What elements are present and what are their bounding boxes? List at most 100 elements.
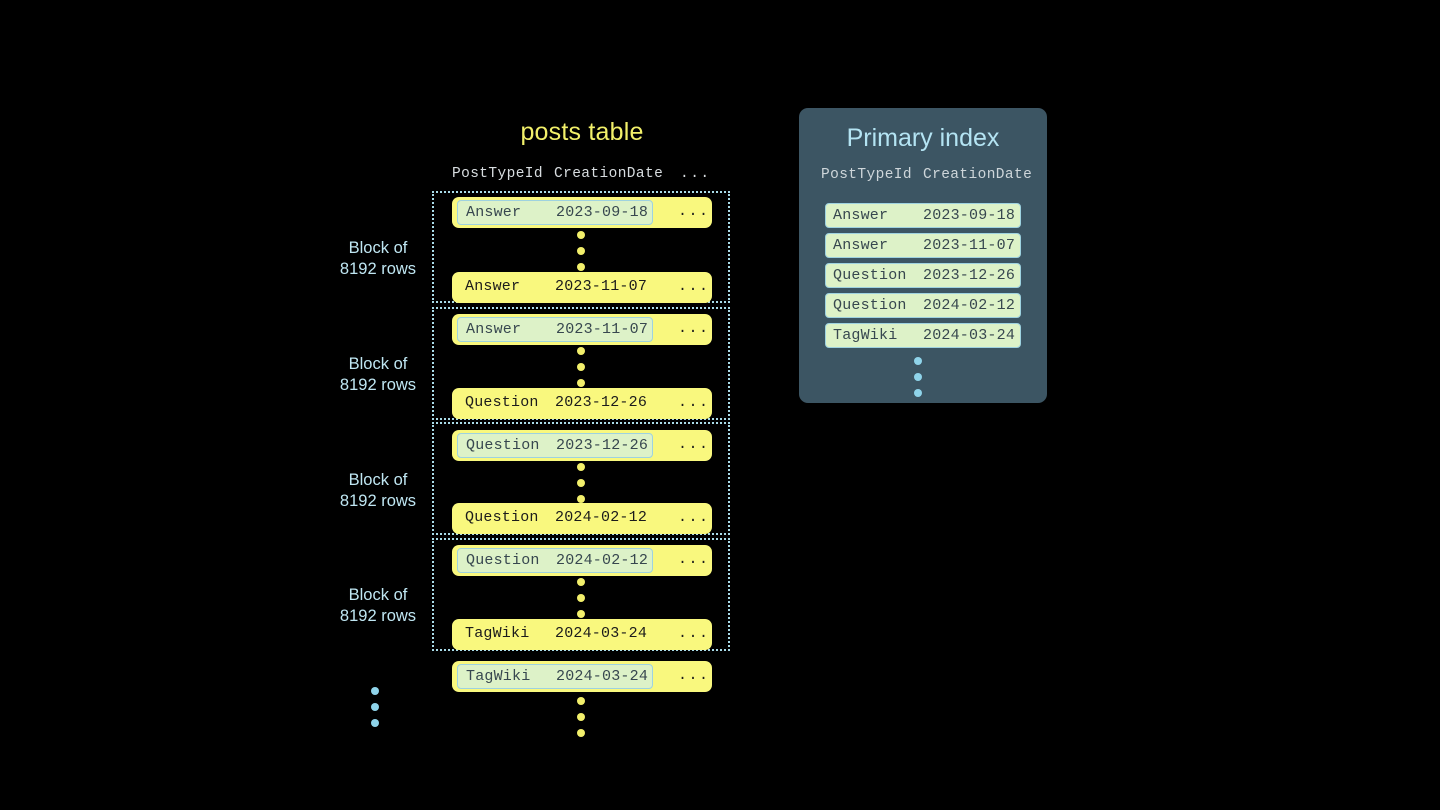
row-cells: Answer 2023-11-07	[457, 275, 653, 300]
primary-index-column-headers: PostTypeId CreationDate	[799, 167, 1047, 187]
cell-more: ...	[678, 394, 710, 411]
cell-posttypeid: Question	[833, 297, 907, 314]
ellipsis-dot	[577, 263, 585, 271]
table-row[interactable]: Answer 2023-11-07 ...	[452, 272, 712, 303]
vertical-ellipsis-block-4	[577, 578, 586, 626]
ellipsis-dot	[371, 687, 379, 695]
cell-posttypeid: Answer	[465, 278, 521, 295]
cell-posttypeid: Question	[465, 509, 539, 526]
vertical-ellipsis-table-bottom	[577, 697, 586, 745]
column-header-more: ...	[680, 166, 711, 182]
cell-creationdate: 2023-09-18	[923, 207, 1016, 224]
cell-creationdate: 2023-11-07	[923, 237, 1016, 254]
ellipsis-dot	[371, 703, 379, 711]
index-column-header-posttypeid: PostTypeId	[821, 167, 913, 183]
cell-more: ...	[678, 625, 710, 642]
column-header-posttypeid: PostTypeId	[452, 166, 544, 182]
cell-creationdate: 2024-03-24	[556, 668, 649, 685]
block-label-2-line2: 8192 rows	[339, 376, 417, 394]
vertical-ellipsis-index	[914, 357, 923, 405]
cell-creationdate: 2023-12-26	[556, 437, 649, 454]
block-label-4-line2: 8192 rows	[339, 607, 417, 625]
table-row[interactable]: Question 2024-02-12 ...	[452, 545, 712, 576]
ellipsis-dot	[914, 373, 922, 381]
index-column-header-creationdate: CreationDate	[923, 167, 1033, 183]
row-cells: Question 2023-12-26	[457, 391, 653, 416]
cell-more: ...	[678, 320, 710, 337]
block-label-4-line1: Block of	[348, 586, 408, 604]
row-highlight-box: Question 2024-02-12	[457, 548, 653, 573]
block-label-1-line2: 8192 rows	[339, 260, 417, 278]
ellipsis-dot	[577, 231, 585, 239]
table-row[interactable]: Question 2023-12-26 ...	[452, 430, 712, 461]
vertical-ellipsis-block-2	[577, 347, 586, 395]
cell-posttypeid: Question	[466, 552, 540, 569]
cell-posttypeid: Answer	[833, 237, 889, 254]
ellipsis-dot	[577, 594, 585, 602]
cell-creationdate: 2023-11-07	[556, 321, 649, 338]
table-row[interactable]: TagWiki 2024-03-24 ...	[452, 619, 712, 650]
cell-creationdate: 2024-02-12	[555, 509, 648, 526]
cell-creationdate: 2023-09-18	[556, 204, 649, 221]
ellipsis-dot	[371, 719, 379, 727]
block-label-3: Block of 8192 rows	[330, 470, 426, 512]
table-row-trailing[interactable]: TagWiki 2024-03-24 ...	[452, 661, 712, 692]
index-row[interactable]: Question 2024-02-12	[825, 293, 1021, 318]
vertical-ellipsis-blocks-bottom	[371, 687, 380, 735]
table-row[interactable]: Answer 2023-11-07 ...	[452, 314, 712, 345]
index-row[interactable]: TagWiki 2024-03-24	[825, 323, 1021, 348]
block-label-2-line1: Block of	[348, 355, 408, 373]
row-highlight-box: Answer 2023-11-07	[457, 317, 653, 342]
ellipsis-dot	[577, 363, 585, 371]
cell-more: ...	[678, 551, 710, 568]
cell-creationdate: 2024-03-24	[923, 327, 1016, 344]
cell-posttypeid: Answer	[466, 204, 522, 221]
cell-posttypeid: Question	[833, 267, 907, 284]
primary-index-panel: Primary index PostTypeId CreationDate An…	[799, 108, 1047, 403]
ellipsis-dot	[914, 357, 922, 365]
ellipsis-dot	[577, 697, 585, 705]
posts-table-column-headers: PostTypeId CreationDate ...	[432, 166, 715, 186]
table-row[interactable]: Question 2023-12-26 ...	[452, 388, 712, 419]
row-cells: Question 2024-02-12	[457, 506, 653, 531]
block-label-1-line1: Block of	[348, 239, 408, 257]
ellipsis-dot	[577, 495, 585, 503]
row-highlight-box: TagWiki 2024-03-24	[457, 664, 653, 689]
cell-posttypeid: Question	[466, 437, 540, 454]
table-row[interactable]: Question 2024-02-12 ...	[452, 503, 712, 534]
block-label-2: Block of 8192 rows	[330, 354, 426, 396]
cell-posttypeid: Answer	[833, 207, 889, 224]
ellipsis-dot	[577, 347, 585, 355]
cell-more: ...	[678, 203, 710, 220]
ellipsis-dot	[577, 729, 585, 737]
row-highlight-box: Answer 2023-09-18	[457, 200, 653, 225]
row-highlight-box: Question 2023-12-26	[457, 433, 653, 458]
posts-table-title: posts table	[520, 118, 644, 146]
cell-more: ...	[678, 509, 710, 526]
cell-posttypeid: TagWiki	[466, 668, 531, 685]
ellipsis-dot	[577, 610, 585, 618]
primary-index-title: Primary index	[846, 124, 1000, 152]
block-label-4: Block of 8192 rows	[330, 585, 426, 627]
ellipsis-dot	[577, 247, 585, 255]
cell-posttypeid: Question	[465, 394, 539, 411]
cell-creationdate: 2023-12-26	[923, 267, 1016, 284]
vertical-ellipsis-block-1	[577, 231, 586, 279]
index-row[interactable]: Answer 2023-11-07	[825, 233, 1021, 258]
index-row[interactable]: Answer 2023-09-18	[825, 203, 1021, 228]
cell-more: ...	[678, 278, 710, 295]
table-row[interactable]: Answer 2023-09-18 ...	[452, 197, 712, 228]
cell-creationdate: 2023-12-26	[555, 394, 648, 411]
cell-creationdate: 2024-02-12	[556, 552, 649, 569]
cell-more: ...	[678, 667, 710, 684]
block-outline-2	[432, 307, 730, 420]
index-row[interactable]: Question 2023-12-26	[825, 263, 1021, 288]
ellipsis-dot	[577, 578, 585, 586]
block-label-1: Block of 8192 rows	[330, 238, 426, 280]
column-header-creationdate: CreationDate	[554, 166, 664, 182]
ellipsis-dot	[914, 389, 922, 397]
cell-posttypeid: Answer	[466, 321, 522, 338]
ellipsis-dot	[577, 713, 585, 721]
cell-more: ...	[678, 436, 710, 453]
